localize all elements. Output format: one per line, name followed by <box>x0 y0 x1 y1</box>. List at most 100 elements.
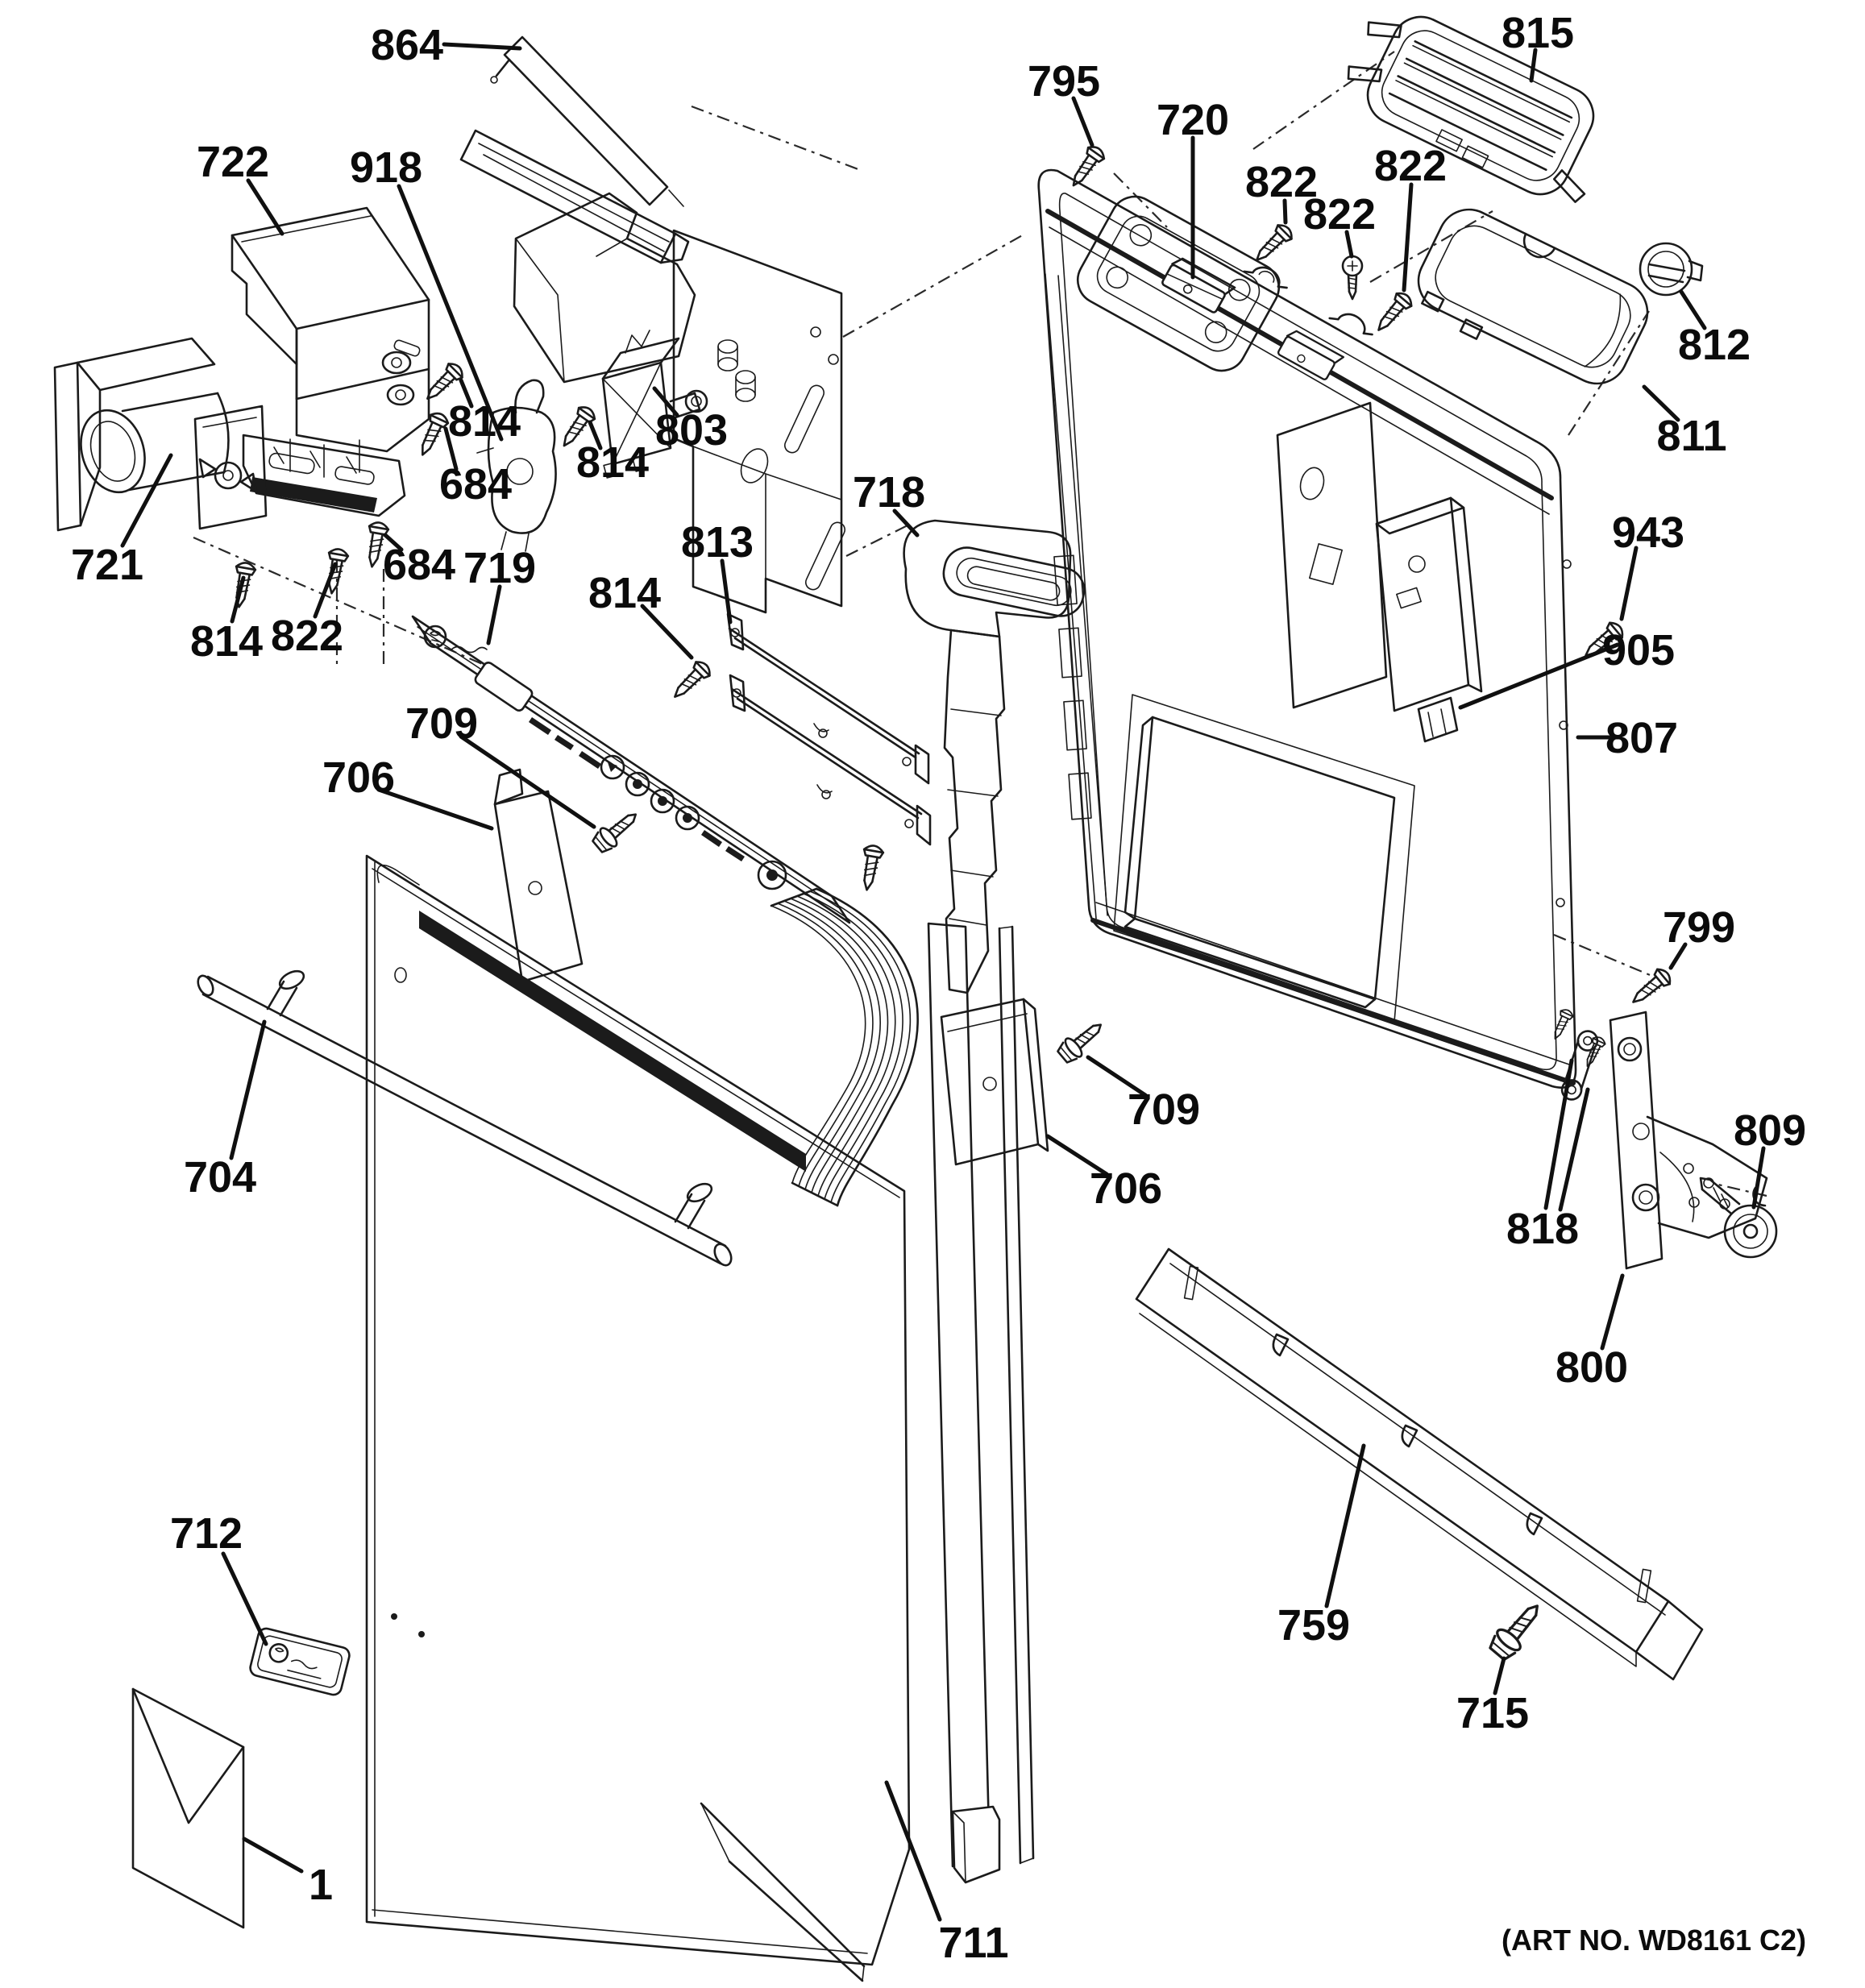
access-panel-759 <box>1135 1247 1704 1681</box>
ge-monogram-icon <box>268 1643 289 1663</box>
leader-line-818 <box>1558 1087 1590 1212</box>
part-callout-720: 720 <box>1157 96 1229 144</box>
outer-vent-grille-815 <box>1347 15 1595 203</box>
leader-line-706 <box>1045 1134 1109 1177</box>
part-callout-864: 864 <box>371 21 443 69</box>
part-callout-721: 721 <box>71 541 143 589</box>
leader-line-799 <box>1668 942 1688 970</box>
part-callout-818: 818 <box>1506 1205 1579 1253</box>
part-callout-1: 1 <box>309 1861 333 1909</box>
leader-line-814 <box>459 378 474 409</box>
part-callout-711: 711 <box>938 1919 1008 1967</box>
leader-line-822 <box>313 562 338 619</box>
screw-715 <box>1485 1595 1550 1665</box>
leader-line-864 <box>442 42 522 51</box>
part-callout-943: 943 <box>1612 508 1684 557</box>
leader-line-722 <box>246 178 285 236</box>
retainer-rail-813-upper <box>726 612 930 785</box>
leader-line-811 <box>1642 384 1680 422</box>
leader-line-684 <box>443 426 459 471</box>
door-vent-opening <box>1076 195 1281 372</box>
leader-line-814 <box>230 575 246 624</box>
ribbon-cable <box>770 887 919 1207</box>
screw-818-a <box>1547 1006 1576 1043</box>
part-callout-807: 807 <box>1605 714 1678 762</box>
leader-line-803 <box>652 386 679 417</box>
construction-centerlines <box>193 51 1767 1197</box>
fan-vent-assembly-721 <box>53 337 268 532</box>
part-callout-719: 719 <box>463 544 536 592</box>
leader-line-715 <box>1493 1656 1506 1695</box>
part-callout-715: 715 <box>1456 1689 1529 1737</box>
screw-813 <box>856 843 886 893</box>
leader-line-709 <box>459 734 596 829</box>
part-callout-706: 706 <box>322 753 395 802</box>
leader-line-822 <box>1282 198 1288 225</box>
detergent-dispenser-722 <box>231 206 430 517</box>
part-callout-822: 822 <box>1303 190 1376 239</box>
part-callout-712: 712 <box>170 1509 243 1558</box>
leader-line-905 <box>1458 642 1620 710</box>
leader-line-709 <box>1086 1055 1148 1098</box>
screw-709-left <box>588 804 645 857</box>
profile-script-icon <box>451 645 488 654</box>
screw-814-d <box>667 657 715 705</box>
part-callout-704: 704 <box>184 1153 256 1202</box>
part-callout-822: 822 <box>271 612 343 660</box>
vent-cover-811 <box>1417 208 1649 385</box>
part-callout-684: 684 <box>439 460 512 508</box>
vent-knob-812 <box>1639 242 1704 297</box>
part-callout-814: 814 <box>190 617 263 666</box>
screw-795 <box>1064 142 1108 193</box>
screw-709-right <box>1053 1015 1110 1067</box>
leader-line-800 <box>1600 1273 1625 1351</box>
leader-line-706 <box>376 787 494 831</box>
part-callout-795: 795 <box>1028 57 1100 106</box>
literature-pack-1 <box>131 1687 245 1929</box>
inner-door-panel-807 <box>1037 168 1577 1089</box>
latch-keeper-clip-720 <box>1161 257 1236 313</box>
latch-keeper-clip-lower <box>1277 330 1345 380</box>
part-callout-718: 718 <box>853 468 925 517</box>
leader-line-943 <box>1619 546 1639 621</box>
part-callout-709: 709 <box>1128 1085 1200 1134</box>
screw-822-b <box>1248 220 1297 268</box>
control-module-905 <box>1276 401 1483 743</box>
bottom-trim-rails <box>700 1802 866 1982</box>
ge-monogram-icon <box>275 1647 285 1653</box>
door-side-gasket <box>927 922 1035 1884</box>
leader-line-759 <box>1324 1443 1366 1608</box>
ge-monogram-icon <box>430 630 441 642</box>
leader-line-818 <box>1543 1058 1574 1210</box>
access-vent-strip-864 <box>490 35 684 207</box>
leader-line-822 <box>1402 182 1414 293</box>
part-callout-918: 918 <box>350 143 422 192</box>
leader-line-814 <box>588 420 603 450</box>
leader-line-812 <box>1679 289 1707 330</box>
leader-line-918 <box>397 184 504 442</box>
part-callout-812: 812 <box>1678 321 1751 369</box>
part-callout-706: 706 <box>1090 1164 1162 1213</box>
leader-line-822 <box>1344 230 1354 259</box>
screw-799 <box>1626 965 1675 1011</box>
screw-684-a <box>413 409 451 460</box>
console-label-strip-719 <box>411 615 851 924</box>
leader-line-684 <box>383 533 404 552</box>
door-handle-704 <box>197 969 733 1267</box>
art-number-note: (ART NO. WD8161 C2) <box>1502 1924 1806 1957</box>
lower-door-recess <box>1113 694 1415 1023</box>
leader-line-815 <box>1529 48 1538 83</box>
fill-funnel-718 <box>903 519 1086 994</box>
part-callout-822: 822 <box>1245 158 1318 206</box>
part-callout-814: 814 <box>448 397 521 446</box>
part-callout-759: 759 <box>1277 1601 1350 1650</box>
leader-line-718 <box>892 508 920 537</box>
outer-door-panel-711 <box>365 854 911 1966</box>
leader-line-704 <box>229 1019 267 1160</box>
part-callout-709: 709 <box>405 699 478 748</box>
leader-line-813 <box>720 558 733 625</box>
brand-badge-712 <box>249 1627 351 1696</box>
